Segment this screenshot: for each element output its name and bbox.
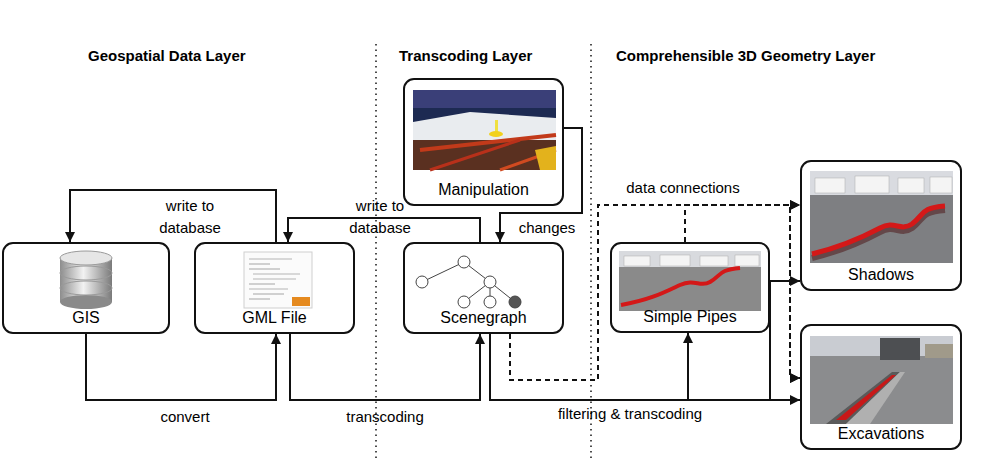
arrow-head (283, 232, 293, 242)
layer-separator (375, 44, 377, 460)
edge-label: transcoding (335, 406, 435, 428)
arrow-head (790, 200, 800, 210)
connector-line (685, 205, 800, 378)
edge-label: write to database (140, 195, 240, 239)
dashed-connector (685, 200, 800, 242)
node-text: Scenegraph (440, 309, 526, 327)
connector (65, 190, 276, 242)
connector (290, 334, 485, 400)
manipulation-photo (413, 90, 556, 170)
arrow-head (790, 395, 800, 405)
node-text: Excavations (838, 425, 924, 443)
arrow-head (790, 276, 800, 286)
connector-line (685, 205, 800, 242)
arrow-head (790, 373, 800, 383)
connector-line (290, 334, 480, 400)
edge-label: data connections (608, 177, 758, 199)
edge-label: convert (135, 406, 235, 428)
process-box: Scenegraph (403, 242, 564, 334)
edge-label: changes (507, 217, 587, 239)
process-box: Excavations (800, 324, 962, 450)
arrow-head (495, 232, 505, 242)
edge-label: filtering & transcoding (520, 403, 740, 425)
connector-line (86, 334, 276, 400)
node-text: Manipulation (438, 181, 529, 199)
arrow-head (790, 200, 800, 210)
arrow-head (790, 373, 800, 383)
node-text: GIS (72, 309, 100, 327)
arrow-head (475, 334, 485, 344)
edge-label: write to database (330, 195, 430, 239)
layer-heading: Comprehensible 3D Geometry Layer (616, 47, 875, 64)
process-box: Shadows (800, 160, 962, 291)
layer-heading: Transcoding Layer (399, 47, 532, 64)
connector-line (490, 333, 688, 400)
document-icon (244, 252, 312, 308)
connector (86, 334, 281, 400)
node-text: Shadows (848, 266, 914, 284)
layer-heading: Geospatial Data Layer (88, 47, 246, 64)
connector-line (490, 334, 800, 400)
node-text: Simple Pipes (643, 308, 736, 326)
layer-separator (590, 44, 592, 460)
node-text: GML File (242, 309, 306, 327)
process-box: Manipulation (403, 78, 564, 206)
arrow-head (683, 333, 693, 343)
tree-icon (416, 256, 521, 308)
connector (490, 333, 693, 400)
connector-line (70, 190, 276, 242)
arrow-head (271, 334, 281, 344)
pipes-photo (619, 251, 761, 311)
arrow-head (65, 232, 75, 242)
connector (490, 276, 800, 400)
process-box: Simple Pipes (610, 242, 770, 333)
process-box: GML File (194, 242, 355, 334)
process-box: GIS (2, 242, 170, 334)
excavations-photo (810, 336, 953, 424)
connector (490, 334, 800, 405)
connector-line (490, 281, 800, 400)
database-icon (60, 251, 112, 309)
dashed-connector (685, 205, 800, 383)
shadows-photo (810, 171, 953, 263)
